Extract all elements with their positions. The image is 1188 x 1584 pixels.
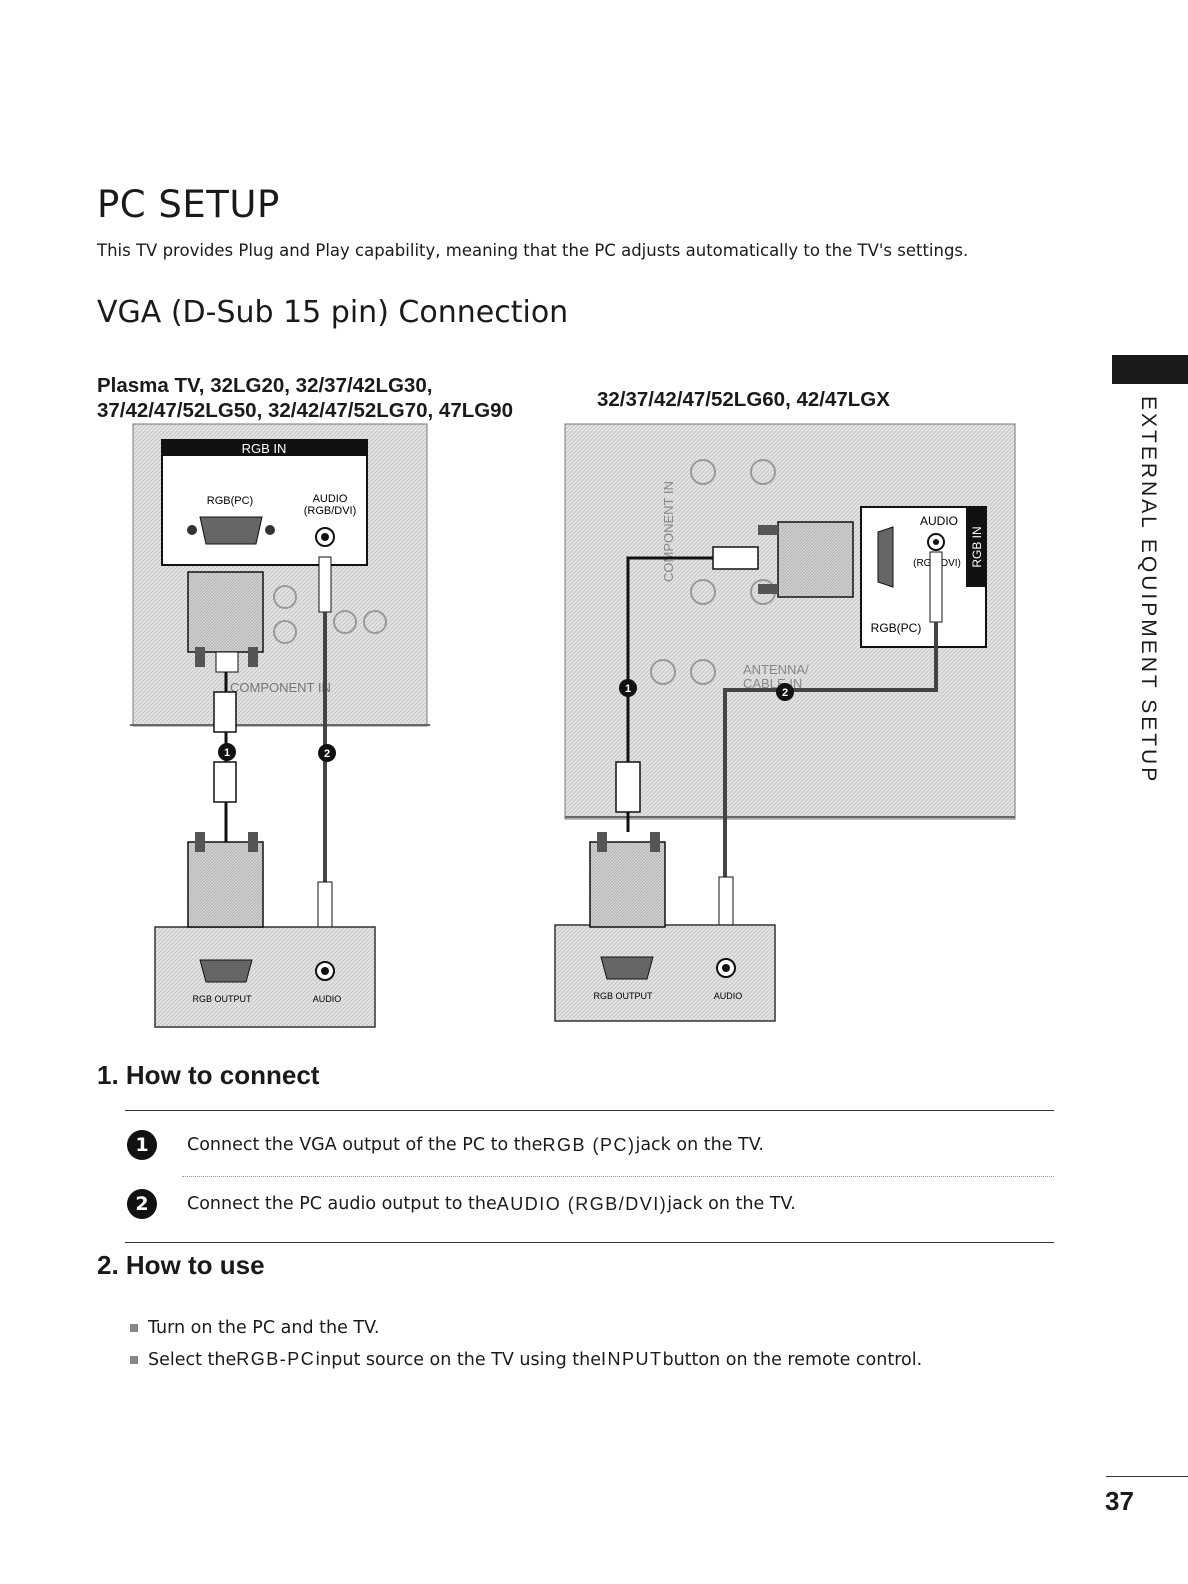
step-keyword: RGB (PC) bbox=[542, 1134, 636, 1155]
vga-plug-bottom-right bbox=[589, 841, 666, 928]
side-section-label: EXTERNAL EQUIPMENT SETUP bbox=[1137, 396, 1160, 785]
rgb-in-box bbox=[161, 439, 368, 566]
bullet-icon bbox=[130, 1355, 138, 1364]
step-number-badge: 2 bbox=[127, 1189, 157, 1219]
bullet-icon bbox=[130, 1324, 138, 1332]
step-text-post: jack on the TV. bbox=[667, 1194, 796, 1214]
section-subtitle: VGA (D-Sub 15 pin) Connection bbox=[97, 295, 569, 330]
rgb-output-label-right: RGB OUTPUT bbox=[593, 991, 653, 1001]
page-number: 37 bbox=[1105, 1486, 1134, 1516]
audio-plug-top-right bbox=[929, 551, 943, 623]
use-item-1: Turn on the PC and the TV. bbox=[130, 1318, 379, 1338]
svg-text:2: 2 bbox=[324, 748, 330, 760]
audio-sub-label: (RGB/DVI) bbox=[304, 505, 357, 517]
dotted-divider bbox=[182, 1176, 1054, 1177]
audio-label: AUDIO bbox=[313, 493, 348, 505]
audio-cable-right bbox=[723, 622, 938, 902]
vga-cable-right bbox=[626, 556, 713, 832]
divider bbox=[125, 1242, 1054, 1243]
left-connection-diagram: RGB IN RGB(PC) AUDIO (RGB/DVI) COMPONENT… bbox=[130, 423, 430, 1028]
step-text-pre: Connect the VGA output of the PC to the bbox=[187, 1135, 543, 1155]
pc-audio-label-right: AUDIO bbox=[714, 991, 743, 1001]
use-item-keyword: INPUT bbox=[600, 1349, 663, 1369]
vga-plug-top-right bbox=[777, 521, 854, 598]
pc-rgb-output-port bbox=[199, 959, 253, 983]
use-item-text: Turn on the PC and the TV. bbox=[148, 1318, 380, 1338]
right-connection-diagram: COMPONENT IN ANTENNA/ CABLE IN RGB IN AU… bbox=[554, 423, 1016, 1022]
component-in-label: COMPONENT IN bbox=[230, 680, 331, 695]
intro-text: This TV provides Plug and Play capabilit… bbox=[97, 241, 969, 260]
connect-step-1: 1 Connect the VGA output of the PC to th… bbox=[127, 1130, 764, 1160]
divider bbox=[125, 1110, 1054, 1111]
use-item-keyword: RGB-PC bbox=[236, 1349, 316, 1369]
step-text-pre: Connect the PC audio output to the bbox=[187, 1194, 497, 1214]
vga-plug-bottom bbox=[187, 841, 264, 928]
rgb-pc-label-right: RGB(PC) bbox=[871, 621, 922, 635]
pc-back-panel-right bbox=[554, 924, 776, 1022]
use-item-text-mid: input source on the TV using the bbox=[315, 1349, 601, 1370]
rgb-pc-port bbox=[199, 516, 263, 545]
audio-label-right: AUDIO bbox=[920, 514, 958, 528]
step-marker-1-right bbox=[619, 679, 637, 697]
connect-step-2: 2 Connect the PC audio output to the AUD… bbox=[127, 1189, 796, 1219]
how-to-use-heading: 2. How to use bbox=[97, 1250, 265, 1280]
svg-text:2: 2 bbox=[782, 687, 788, 699]
page-number-rule bbox=[1106, 1476, 1188, 1477]
component-in-label-right: COMPONENT IN bbox=[661, 481, 676, 582]
rgb-output-label: RGB OUTPUT bbox=[192, 994, 252, 1004]
page-title: PC SETUP bbox=[97, 183, 280, 226]
model-list-left: Plasma TV, 32LG20, 32/37/42LG30, 37/42/4… bbox=[97, 373, 513, 423]
svg-text:1: 1 bbox=[625, 683, 631, 695]
pc-rgb-output-port-right bbox=[600, 956, 654, 980]
step-text-post: jack on the TV. bbox=[635, 1135, 764, 1155]
rgb-in-label-right: RGB IN bbox=[970, 526, 984, 567]
rgb-in-label: RGB IN bbox=[242, 441, 287, 456]
model-line-1: Plasma TV, 32LG20, 32/37/42LG30, bbox=[97, 374, 433, 397]
rgb-pc-label: RGB(PC) bbox=[207, 495, 253, 507]
model-line-2: 37/42/47/52LG50, 32/42/47/52LG70, 47LG90 bbox=[97, 399, 513, 422]
use-item-text-pre: Select the bbox=[148, 1349, 237, 1370]
model-list-right: 32/37/42/47/52LG60, 42/47LGX bbox=[597, 388, 890, 411]
step-marker-2-right bbox=[776, 683, 794, 701]
step-number-badge: 1 bbox=[127, 1130, 157, 1160]
pc-audio-label: AUDIO bbox=[313, 994, 342, 1004]
step-marker-1 bbox=[218, 743, 236, 761]
pc-back-panel bbox=[154, 926, 376, 1028]
step-marker-2 bbox=[318, 744, 336, 762]
audio-plug-top bbox=[318, 556, 332, 613]
vga-plug-top bbox=[187, 571, 264, 653]
how-to-connect-heading: 1. How to connect bbox=[97, 1060, 320, 1090]
svg-text:1: 1 bbox=[224, 747, 230, 759]
step-keyword: AUDIO (RGB/DVI) bbox=[496, 1193, 668, 1214]
antenna-label-1: ANTENNA/ bbox=[743, 662, 809, 677]
use-item-text-post: button on the remote control. bbox=[662, 1349, 923, 1370]
rgb-pc-port-right bbox=[877, 526, 894, 588]
side-section-tab bbox=[1112, 355, 1188, 384]
use-item-2: Select the RGB-PC input source on the TV… bbox=[130, 1349, 922, 1370]
